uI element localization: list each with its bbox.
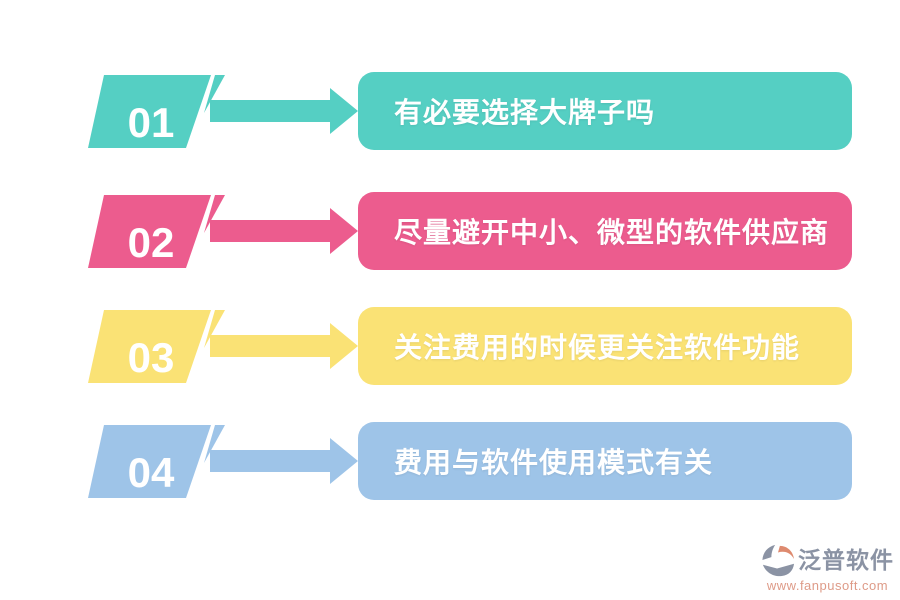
arrow-right-icon <box>210 208 358 254</box>
step-number-badge-4: 04 <box>88 424 225 498</box>
step-number-badge-2: 02 <box>88 194 225 268</box>
step-label: 关注费用的时候更关注软件功能 <box>394 332 801 363</box>
step-row-4: 04 费用与软件使用模式有关 <box>0 422 900 500</box>
step-row-2: 02 尽量避开中小、微型的软件供应商 <box>0 192 900 270</box>
step-number: 04 <box>128 449 175 496</box>
step-number: 02 <box>128 219 175 266</box>
step-label-box: 关注费用的时候更关注软件功能 <box>358 307 852 385</box>
arrow-right-icon <box>210 323 358 369</box>
arrow-right-icon <box>210 88 358 134</box>
step-label: 尽量避开中小、微型的软件供应商 <box>394 217 830 248</box>
fanpu-logo-icon <box>762 544 795 577</box>
badge-parallelogram <box>88 74 211 148</box>
badge-sliver <box>204 309 225 348</box>
step-number-badge-1: 01 <box>88 74 225 148</box>
badge-parallelogram <box>88 424 211 498</box>
brand-url: www.fanpusoft.com <box>766 578 889 593</box>
badge-sliver <box>204 74 225 113</box>
badge-sliver <box>204 194 225 233</box>
step-row-1: 01 有必要选择大牌子吗 <box>0 72 900 150</box>
step-number: 01 <box>128 99 175 146</box>
step-label-box: 有必要选择大牌子吗 <box>358 72 852 150</box>
step-number: 03 <box>128 334 175 381</box>
badge-sliver <box>204 424 225 463</box>
arrow-right-icon <box>210 438 358 484</box>
step-label-box: 费用与软件使用模式有关 <box>358 422 852 500</box>
badge-parallelogram <box>88 194 211 268</box>
badge-parallelogram <box>88 309 211 383</box>
step-label: 费用与软件使用模式有关 <box>394 447 714 478</box>
step-number-badge-3: 03 <box>88 309 225 383</box>
brand-footer: 泛普软件 www.fanpusoft.com <box>761 543 894 592</box>
brand-name: 泛普软件 <box>798 546 894 573</box>
step-row-3: 03 关注费用的时候更关注软件功能 <box>0 307 900 385</box>
step-label: 有必要选择大牌子吗 <box>394 97 656 128</box>
step-label-box: 尽量避开中小、微型的软件供应商 <box>358 192 852 270</box>
